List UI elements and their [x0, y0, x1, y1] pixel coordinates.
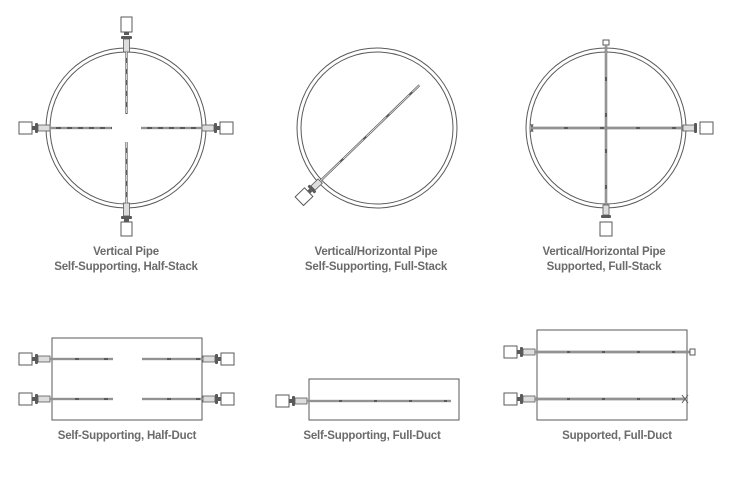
label-supported-full-duct: Supported, Full-Duct — [562, 429, 672, 444]
label-self-supporting-half-duct: Self-Supporting, Half-Duct — [58, 429, 197, 444]
label-line-1: Self-Supporting, Full-Duct — [303, 430, 441, 442]
label-self-supporting-full-duct: Self-Supporting, Full-Duct — [303, 429, 440, 444]
diagram-vh-pipe-self-full-stack — [294, 47, 458, 209]
label-line-1: Self-Supporting, Half-Duct — [57, 430, 197, 442]
label-line-2: Self-Supporting, Full-Stack — [304, 261, 448, 273]
label-vertical-pipe-half-stack: Vertical Pipe Self-Supporting, Half-Stac… — [54, 245, 198, 275]
label-line-2: Supported, Full-Stack — [546, 261, 662, 273]
label-line-2: Self-Supporting, Half-Stack — [54, 261, 198, 273]
label-vh-pipe-self-full-stack: Vertical/Horizontal Pipe Self-Supporting… — [305, 245, 447, 275]
label-line-1: Vertical/Horizontal Pipe — [314, 246, 438, 258]
label-line-1: Vertical/Horizontal Pipe — [542, 246, 666, 258]
diagram-vertical-pipe-half-stack — [18, 16, 234, 237]
diagram-supported-full-duct — [503, 329, 696, 421]
diagram-vh-pipe-supported-full-stack — [525, 39, 714, 237]
label-line-1: Vertical Pipe — [93, 246, 159, 258]
label-vh-pipe-supported-full-stack: Vertical/Horizontal Pipe Supported, Full… — [542, 245, 665, 275]
diagram-self-supporting-half-duct — [18, 337, 235, 421]
label-line-1: Supported, Full-Duct — [562, 430, 672, 442]
diagram-self-supporting-full-duct — [275, 378, 460, 421]
